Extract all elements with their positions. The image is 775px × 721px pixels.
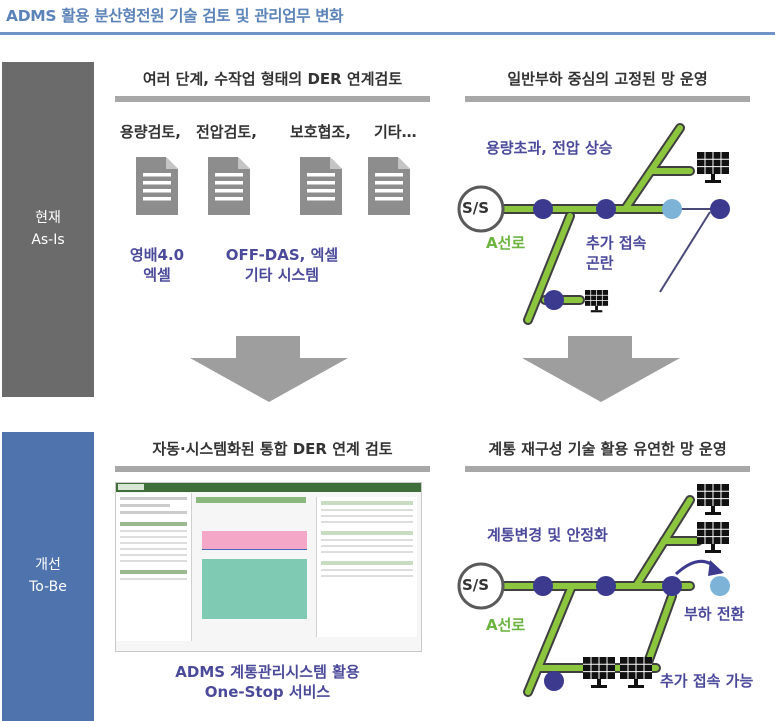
problem-label: 용량초과, 전압 상승 (486, 139, 613, 157)
line-label: A선로 (486, 616, 526, 634)
current-left-divider (115, 96, 430, 102)
solar-panel-icon (696, 151, 730, 184)
tool-label-2-line1: OFF-DAS, 엑셀 (225, 246, 339, 264)
screenshot-chart-line (202, 549, 307, 550)
improved-right-heading: 계통 재구성 기술 활용 유연한 망 운영 (488, 440, 727, 458)
solar-panel-icon (696, 483, 730, 516)
substation-node (457, 185, 505, 233)
connect-difficult-label: 추가 접속 곤란 (586, 234, 646, 273)
current-right-divider (465, 96, 750, 102)
tool-label-2: OFF-DAS, 엑셀 기타 시스템 (212, 246, 352, 285)
current-right-heading: 일반부하 중심의 고정된 망 운영 (507, 70, 708, 88)
improved-network (457, 483, 730, 697)
tool-label-1: 영배4.0 엑셀 (122, 246, 192, 285)
load-transfer-label: 부하 전환 (684, 605, 745, 623)
improved-left-divider (115, 466, 430, 472)
page-title: ADMS 활용 분산형전원 기술 검토 및 관리업무 변화 (6, 7, 344, 25)
solar-panel-icon (584, 289, 609, 313)
screenshot-left-panel (116, 493, 192, 641)
substation-node (457, 562, 505, 610)
connect-possible-label: 추가 접속 가능 (660, 672, 754, 690)
tool-label-1-line2: 엑셀 (143, 265, 171, 284)
side-label-current-en: As-Is (31, 231, 65, 248)
document-icon (300, 157, 342, 215)
side-label-improved: 개선 To-Be (2, 432, 94, 721)
line-label: A선로 (486, 234, 526, 252)
improved-right-divider (465, 466, 750, 472)
screenshot-logo (118, 484, 144, 490)
substation-label: S/S (462, 576, 490, 594)
reconfig-label: 계통변경 및 안정화 (487, 526, 608, 544)
title-underline (0, 32, 775, 35)
screenshot-titlebar (116, 483, 421, 492)
side-label-improved-ko: 개선 (35, 556, 61, 573)
side-label-current-ko: 현재 (35, 209, 61, 226)
review-item-capacity: 용량검토, (120, 123, 181, 141)
screenshot-right-panel (316, 497, 417, 637)
document-icon (368, 157, 410, 215)
current-left-heading: 여러 단계, 수작업 형태의 DER 연계검토 (142, 70, 403, 88)
screenshot-chart-green (202, 559, 307, 619)
adms-system-screenshot (115, 482, 422, 652)
side-label-current: 현재 As-Is (2, 62, 94, 397)
review-item-voltage: 전압검토, (196, 123, 257, 141)
service-caption-line1: ADMS 계통관리시스템 활용 (175, 663, 360, 681)
connect-difficult-line2: 곤란 (586, 253, 614, 272)
document-icon (208, 157, 250, 215)
tool-label-2-line2: 기타 시스템 (244, 265, 320, 284)
document-icon (136, 157, 178, 215)
screenshot-chart-pink (202, 531, 307, 549)
review-item-etc: 기타… (374, 123, 417, 141)
improved-left-heading: 자동·시스템화된 통합 DER 연계 검토 (152, 440, 393, 458)
down-arrow-icon (522, 336, 680, 402)
connect-difficult-line1: 추가 접속 (586, 234, 647, 252)
solar-panel-icon (696, 521, 730, 554)
service-caption: ADMS 계통관리시스템 활용 One-Stop 서비스 (115, 662, 420, 703)
tool-label-1-line1: 영배4.0 (129, 246, 185, 264)
solar-panel-icon (619, 656, 653, 689)
service-caption-line2: One-Stop 서비스 (204, 683, 331, 702)
substation-label: S/S (462, 199, 490, 217)
screenshot-toolbar (196, 497, 306, 503)
review-item-protection: 보호협조, (290, 123, 351, 141)
solar-panel-icon (582, 656, 616, 689)
side-label-improved-en: To-Be (29, 578, 67, 595)
down-arrow-icon (190, 336, 348, 402)
current-network (457, 123, 730, 325)
